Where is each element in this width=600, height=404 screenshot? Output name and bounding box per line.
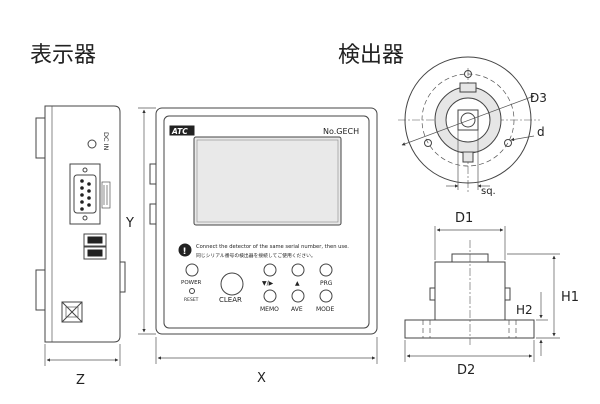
brand-label: ATC (171, 127, 188, 136)
dim-h2-label: H2 (516, 303, 533, 317)
db9-connector (69, 163, 101, 225)
clear-label: CLEAR (219, 296, 242, 304)
display-side-view: DC IN (35, 105, 126, 343)
memo-button[interactable] (263, 289, 277, 303)
svg-text:!: ! (183, 247, 187, 257)
mode-button[interactable] (319, 289, 333, 303)
ave-button[interactable] (291, 289, 305, 303)
clear-button[interactable] (220, 272, 244, 296)
dim-d3-label: D3 (530, 91, 547, 105)
prg-button[interactable] (319, 263, 333, 277)
dim-z: Z (44, 344, 121, 388)
dim-x-label: X (257, 371, 266, 386)
up-button[interactable] (291, 263, 305, 277)
side-rib-bottom (35, 269, 46, 311)
warning-text-jp: 同じシリアル番号の検出器を接続してご使用ください。 (196, 252, 316, 259)
dc-in-jack (87, 139, 97, 149)
heading-display-unit: 表示器 (30, 43, 96, 68)
up-label: ▲ (295, 280, 300, 287)
dim-sq-label: sq. (481, 186, 496, 197)
dim-z-label: Z (76, 373, 85, 388)
brand-badge (169, 125, 195, 136)
power-label: POWER (181, 280, 202, 286)
dim-x: X (155, 337, 378, 386)
reset-label: RESET (184, 297, 199, 303)
waste-bin-mark (61, 301, 83, 323)
dim-d-label: d (537, 125, 545, 139)
side-rib-top (35, 117, 46, 159)
mount-hole-right (504, 139, 512, 147)
dim-h2: H2 (516, 292, 548, 356)
warning-icon (178, 243, 192, 257)
display-front-view: ATC No.GECH ! Connect the detector of th… (149, 107, 378, 335)
dim-d2-label: D2 (457, 363, 475, 378)
dim-d1: D1 (434, 211, 506, 260)
step-label: ▼/▶ (262, 280, 274, 287)
dim-d1-label: D1 (455, 211, 473, 226)
prg-label: PRG (320, 280, 333, 287)
dim-y: Y (125, 107, 156, 335)
mount-hole-top (464, 70, 472, 78)
heading-detector: 検出器 (338, 43, 404, 68)
warning-text-en: Connect the detector of the same serial … (196, 244, 349, 250)
dim-h1-label: H1 (561, 290, 579, 305)
dc-in-label: DC IN (102, 132, 110, 151)
mode-label: MODE (316, 306, 335, 313)
memo-label: MEMO (260, 306, 279, 313)
dim-y-label: Y (125, 216, 134, 231)
detector-side-view (404, 240, 535, 345)
step-button[interactable] (263, 263, 277, 277)
lcd-screen (193, 136, 342, 226)
detector-top-view: D3 d sq. (398, 56, 547, 197)
reset-button[interactable] (189, 288, 195, 294)
dim-d2: D2 (404, 340, 535, 378)
detector-flange (404, 319, 535, 339)
dim-h1: H1 (507, 253, 579, 339)
model-label: No.GECH (323, 127, 359, 136)
ave-label: AVE (291, 306, 303, 313)
power-button[interactable] (185, 263, 199, 277)
